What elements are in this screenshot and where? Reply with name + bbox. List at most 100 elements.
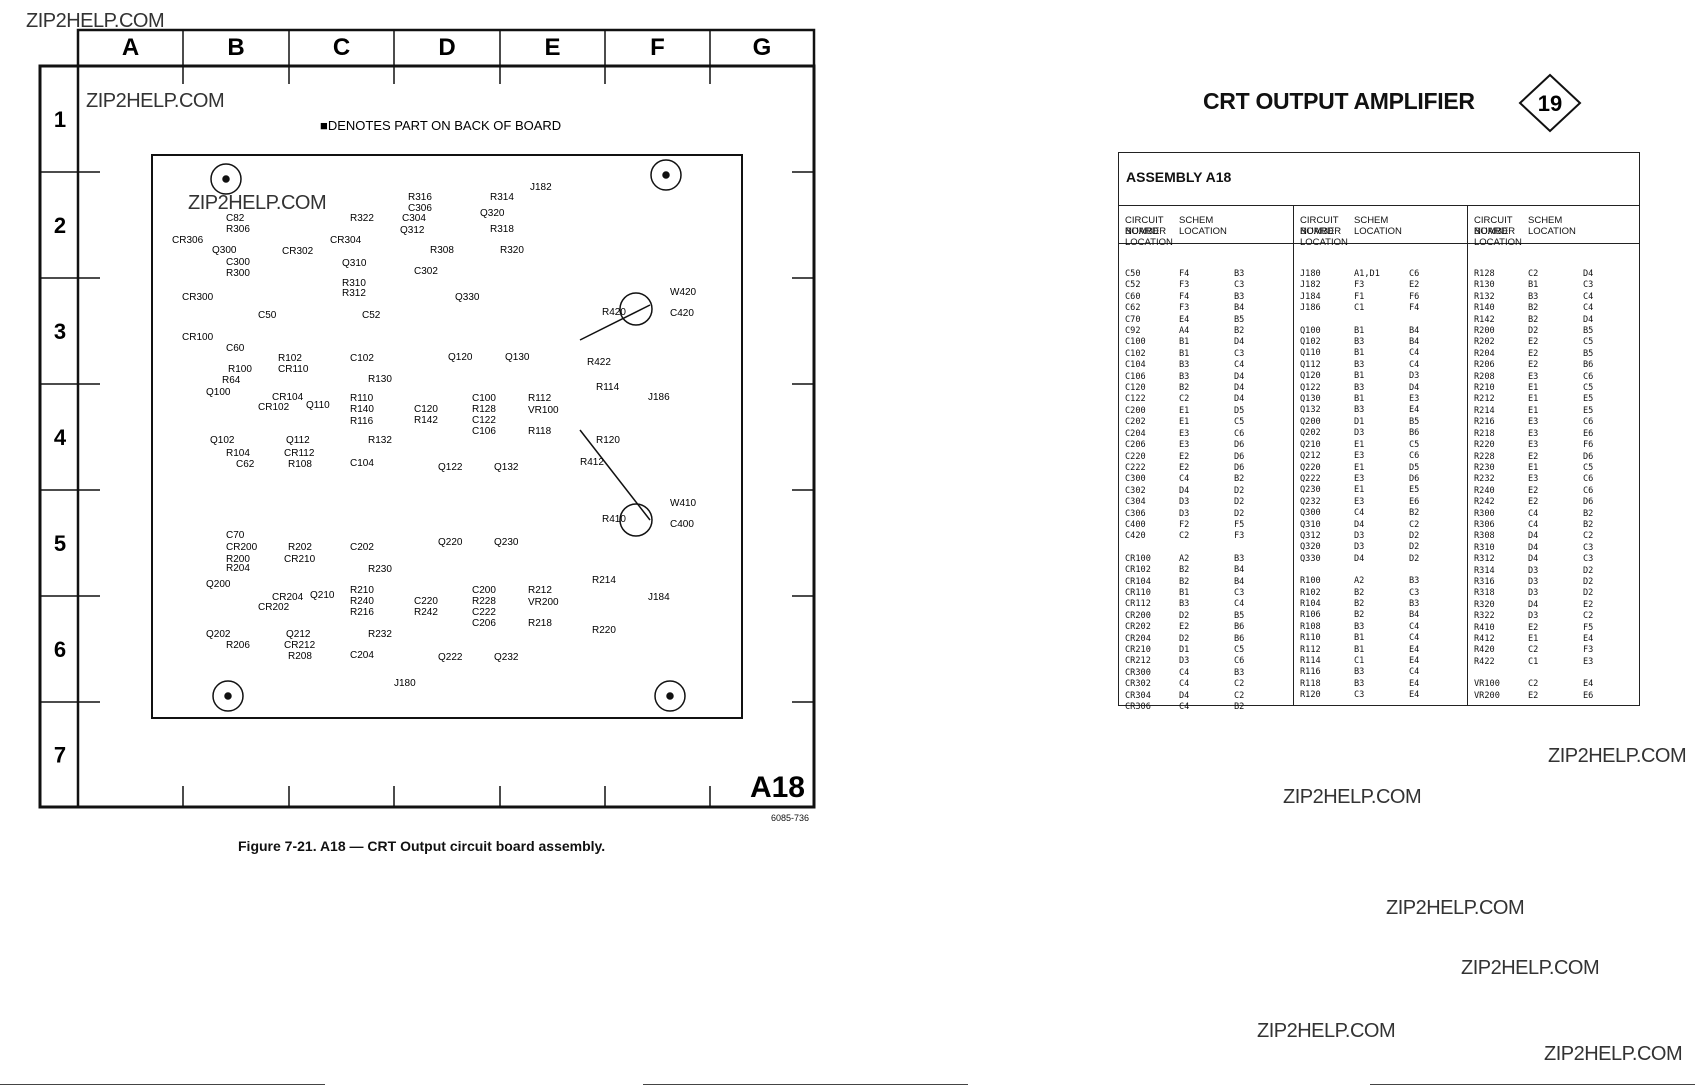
table-cell: B2 [1234, 474, 1245, 485]
table-cell: D4 [1179, 690, 1190, 701]
table-cell: E2 [1583, 599, 1594, 610]
component-label: R208 [288, 651, 312, 662]
table-cell: C4 [1179, 679, 1190, 690]
table-cell: E1 [1528, 394, 1539, 405]
table-cell: C2 [1583, 531, 1594, 542]
table-cell: C206 [1125, 440, 1146, 451]
table-cell: CR210 [1125, 645, 1151, 655]
table-cell: C2 [1234, 690, 1245, 701]
table-cell: D6 [1234, 462, 1245, 473]
table-cell: C106 [1125, 371, 1146, 382]
table-cell: R228 [1474, 451, 1495, 462]
table-cell: E4 [1409, 644, 1420, 655]
table-cell: C2 [1528, 679, 1539, 690]
table-cell: B4 [1409, 337, 1420, 348]
grid-column-letter: A [122, 34, 139, 61]
table-cell: R104 [1300, 598, 1321, 609]
component-label: R306 [226, 224, 250, 235]
grid-column-letter: D [438, 34, 455, 61]
table-cell: B1 [1354, 394, 1365, 405]
table-cell: C6 [1583, 474, 1594, 485]
component-label: R318 [490, 224, 514, 235]
component-label: J180 [394, 678, 416, 689]
table-cell: E2 [1528, 497, 1539, 508]
table-cell: B3 [1354, 382, 1365, 393]
table-cell: Q100 [1300, 325, 1321, 336]
table-cell: B2 [1354, 598, 1365, 609]
table-cell: F6 [1583, 440, 1594, 451]
component-label: C60 [226, 343, 245, 354]
table-cell: R204 [1474, 348, 1495, 359]
grid-row-number: 7 [54, 743, 66, 768]
table-cell: E2 [1179, 462, 1190, 473]
table-cell: CR100 [1125, 553, 1151, 564]
table-cell: CR112 [1125, 599, 1151, 610]
component-label: R204 [226, 563, 250, 574]
table-cell: Q110 [1300, 348, 1321, 359]
table-cell: R412 [1474, 634, 1495, 644]
table-cell: C4 [1528, 508, 1539, 519]
table-header-cell: LOCATION [1179, 226, 1227, 237]
table-cell: VR200 [1474, 690, 1500, 701]
table-cell: B4 [1234, 576, 1245, 587]
component-label: CR300 [182, 292, 214, 303]
table-cell: Q122 [1300, 382, 1321, 393]
table-cell: R240 [1474, 485, 1495, 496]
table-cell: A1,D1 [1354, 269, 1380, 279]
table-cell: B1 [1179, 348, 1190, 359]
table-cell: R300 [1474, 508, 1495, 519]
table-cell: J180 [1300, 269, 1321, 279]
watermark: ZIP2HELP.COM [188, 192, 327, 214]
table-cell: C204 [1125, 428, 1146, 439]
component-label: CR302 [282, 246, 314, 257]
table-cell: C5 [1234, 645, 1245, 655]
component-label: Q112 [286, 435, 310, 446]
table-cell: C122 [1125, 394, 1146, 405]
table-cell: Q202 [1300, 428, 1321, 439]
table-cell: C6 [1583, 371, 1594, 382]
table-cell: C4 [1409, 667, 1420, 678]
table-cell: F4 [1179, 269, 1190, 279]
watermark: ZIP2HELP.COM [1386, 897, 1525, 919]
component-label: R240 [350, 596, 374, 607]
table-cell: E1 [1528, 462, 1539, 473]
table-cell: D2 [1179, 610, 1190, 621]
table-cell: C3 [1583, 554, 1594, 565]
section-badge-number: 19 [1538, 91, 1562, 116]
table-cell: CR302 [1125, 679, 1151, 690]
component-label: CR112 [284, 448, 315, 459]
table-cell: E1 [1528, 383, 1539, 394]
table-header-cell: LOCATION [1354, 226, 1402, 237]
table-cell: E2 [1528, 622, 1539, 633]
component-label: C52 [362, 310, 381, 321]
component-label: R242 [414, 607, 438, 618]
table-cell: D3 [1179, 656, 1190, 667]
table-cell: R216 [1474, 417, 1495, 428]
component-label: R320 [500, 245, 524, 256]
table-cell: C4 [1234, 599, 1245, 610]
